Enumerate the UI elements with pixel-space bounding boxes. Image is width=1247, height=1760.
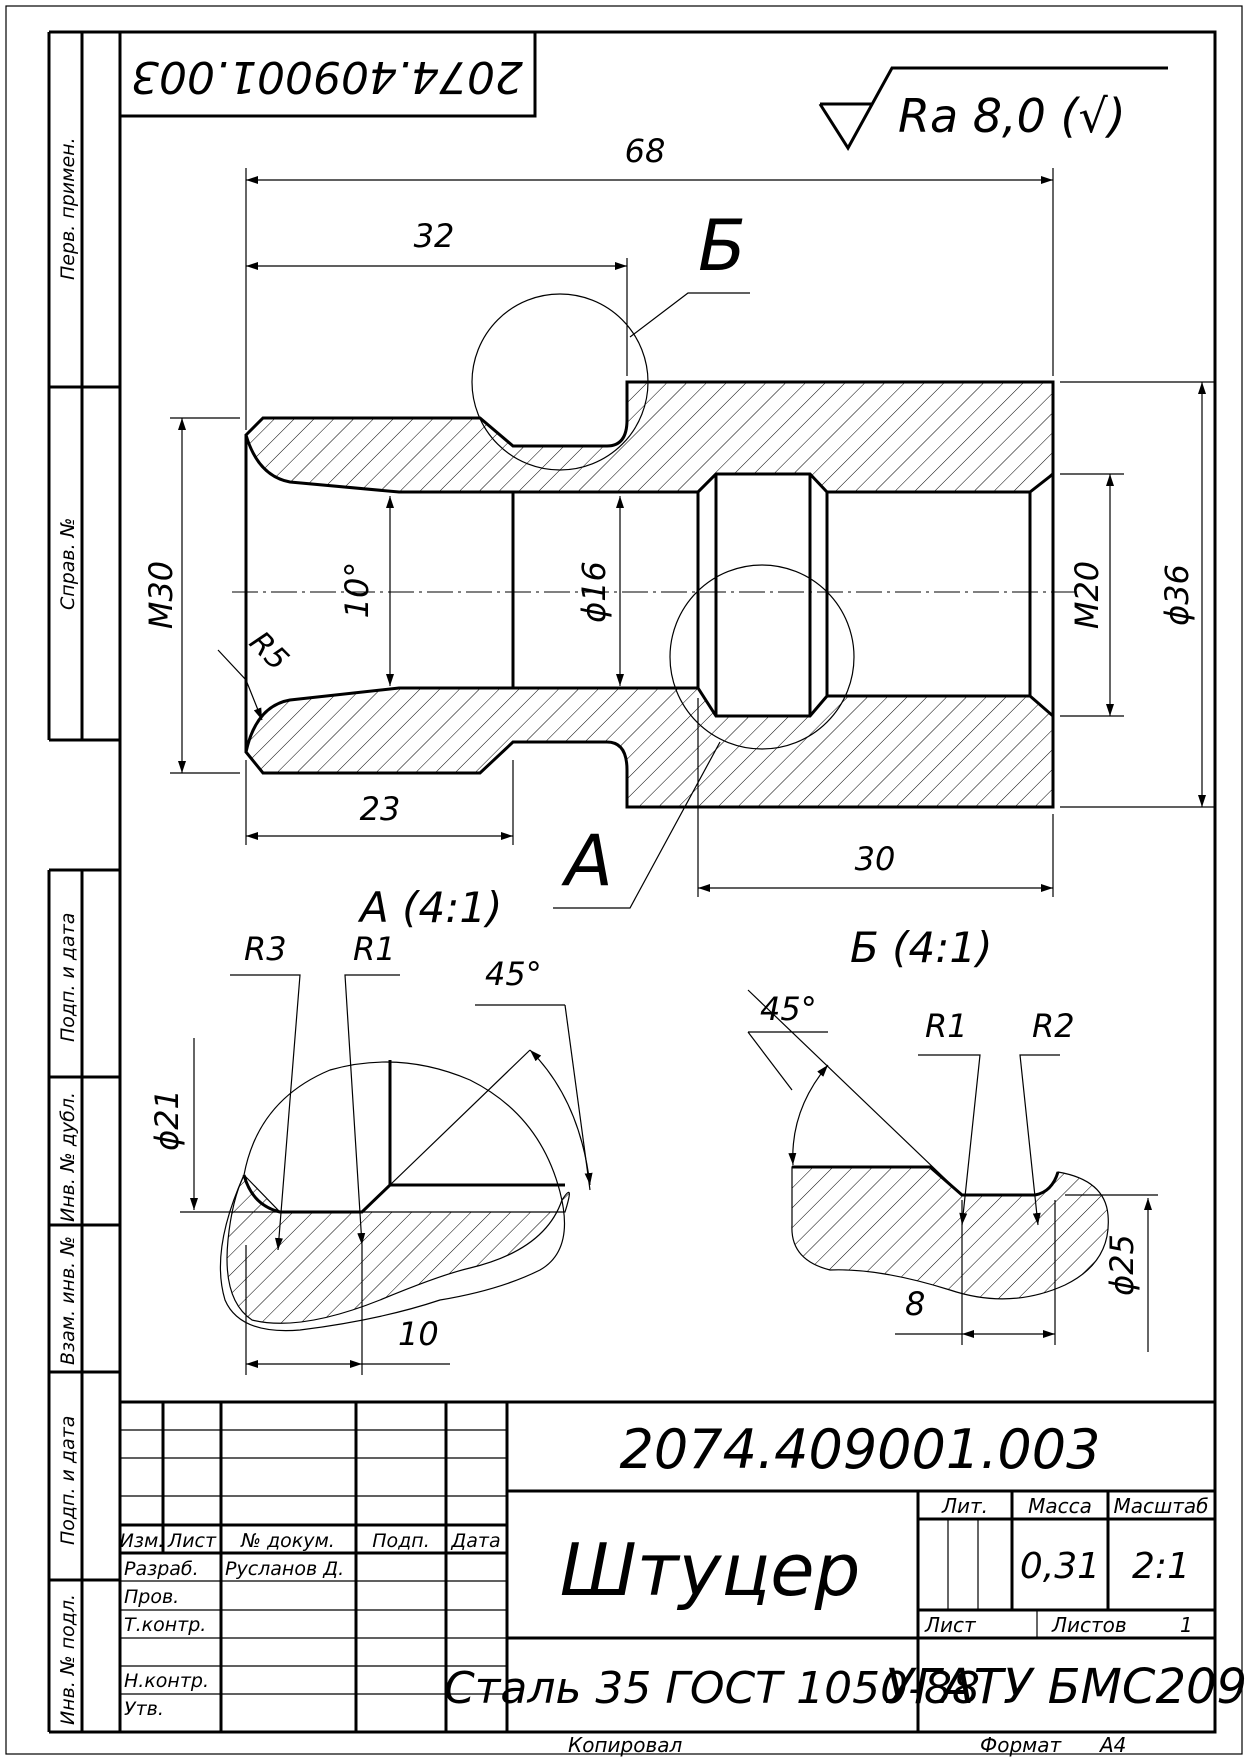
side-strip xyxy=(47,30,120,1734)
detail-a-45: 45° xyxy=(485,955,542,993)
dim-r5: R5 xyxy=(242,625,295,678)
stamp-box xyxy=(118,30,537,118)
section-label-a: A xyxy=(561,820,613,902)
tb-header-izm: Изм. xyxy=(120,1530,165,1552)
dimensions xyxy=(170,168,1215,897)
tb-scale-label: Масштаб xyxy=(1113,1494,1208,1518)
roughness-label: Ra 8,0 (√) xyxy=(898,89,1126,143)
detail-a-title: A (4:1) xyxy=(357,883,502,932)
tb-sheets-value: 1 xyxy=(1180,1613,1193,1637)
detail-a-10: 10 xyxy=(398,1315,439,1353)
detail-a-circle xyxy=(669,564,855,750)
detail-b-d25: ϕ25 xyxy=(1103,1234,1141,1296)
tb-mass-value: 0,31 xyxy=(1020,1546,1100,1587)
detail-b-title: Б (4:1) xyxy=(850,923,993,972)
stamp-designation: 2074.409001.003 xyxy=(131,51,523,102)
tb-row-tkontr: Т.контр. xyxy=(124,1614,206,1636)
tb-organization: УГАТУ БМС209 xyxy=(885,1659,1247,1715)
roughness-sign xyxy=(818,66,1168,151)
tb-header-doc: № докум. xyxy=(240,1530,335,1552)
side-field-3: Инв. № дубл. xyxy=(57,1092,79,1222)
tb-header-podp: Подп. xyxy=(372,1530,430,1552)
part-main-view xyxy=(232,292,1080,909)
detail-b-r1: R1 xyxy=(925,1007,968,1045)
section-label-b: Б xyxy=(698,205,746,287)
tb-header-list: Лист xyxy=(167,1530,217,1552)
tb-row-razrab: Разраб. xyxy=(124,1558,199,1580)
dim-m30: M30 xyxy=(142,561,180,629)
tb-part-name: Штуцер xyxy=(560,1528,861,1612)
detail-b-circle xyxy=(471,293,649,471)
dim-m20: M20 xyxy=(1068,561,1106,629)
footer-copied: Копировал xyxy=(568,1733,682,1757)
side-field-6: Инв. № подл. xyxy=(57,1594,79,1725)
dim-23: 23 xyxy=(360,790,401,828)
sheet-border xyxy=(5,5,1243,1755)
dim-d36: ϕ36 xyxy=(1158,564,1196,626)
tb-sheet-label: Лист xyxy=(924,1613,977,1637)
dim-68: 68 xyxy=(625,132,666,170)
side-field-2: Подп. и дата xyxy=(57,913,79,1042)
detail-a-r1: R1 xyxy=(353,930,396,968)
detail-a-boundary xyxy=(219,1061,566,1332)
detail-b-section xyxy=(791,1166,1109,1300)
detail-a-r3: R3 xyxy=(244,930,287,968)
detail-a-d21: ϕ21 xyxy=(148,1089,186,1151)
tb-row-nkontr: Н.контр. xyxy=(124,1670,209,1692)
tb-sheets-label: Листов xyxy=(1051,1613,1127,1637)
upper-section xyxy=(244,380,1055,494)
tb-material: Сталь 35 ГОСТ 1050-88 xyxy=(444,1663,980,1714)
detail-b-45: 45° xyxy=(760,990,817,1028)
tb-scale-value: 2:1 xyxy=(1132,1546,1190,1587)
dim-d16: ϕ16 xyxy=(575,561,613,623)
detail-b-leader xyxy=(629,292,750,338)
detail-b-r2: R2 xyxy=(1032,1007,1075,1045)
tb-lit-label: Лит. xyxy=(941,1494,988,1518)
side-field-5: Подп. и дата xyxy=(57,1416,79,1545)
tb-row-utv: Утв. xyxy=(124,1698,164,1720)
tb-razrab-name: Русланов Д. xyxy=(225,1558,344,1580)
dim-30: 30 xyxy=(855,840,896,878)
dim-10deg: 10° xyxy=(338,562,376,619)
dim-32: 32 xyxy=(414,217,455,255)
side-field-4: Взам. инв. № xyxy=(57,1236,79,1365)
drawing-frame xyxy=(118,30,1217,1734)
detail-a-view xyxy=(180,974,593,1375)
footer-format-label: Формат xyxy=(980,1733,1062,1757)
tb-designation: 2074.409001.003 xyxy=(620,1418,1101,1481)
side-field-1: Справ. № xyxy=(57,518,79,610)
detail-a-leader xyxy=(553,741,721,909)
detail-b-8: 8 xyxy=(905,1285,925,1323)
footer-format-value: A4 xyxy=(1098,1733,1126,1757)
side-field-0: Перв. примен. xyxy=(57,137,79,280)
tb-row-prov: Пров. xyxy=(124,1586,179,1608)
tb-mass-label: Масса xyxy=(1028,1494,1092,1518)
tb-header-date: Дата xyxy=(450,1530,500,1552)
title-block xyxy=(120,1400,1215,1732)
detail-b-view xyxy=(747,989,1158,1352)
